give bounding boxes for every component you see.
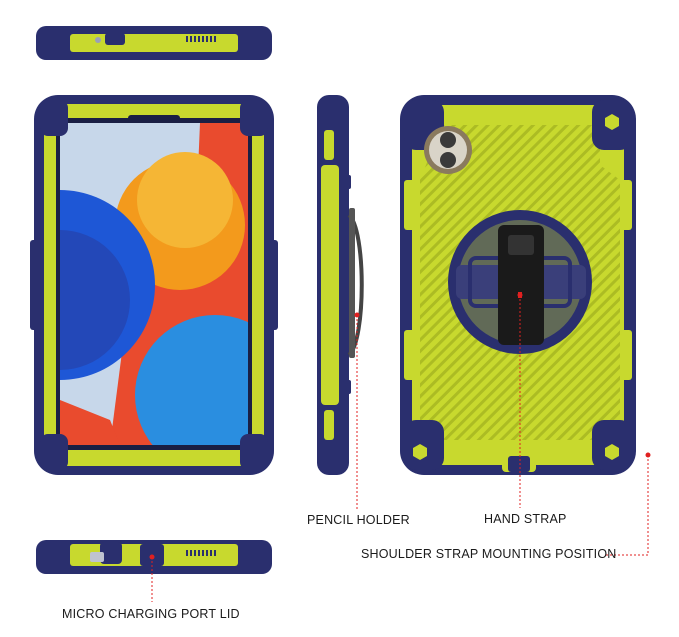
corner-screw-icon xyxy=(413,444,427,460)
corner-screw-icon xyxy=(605,444,619,460)
camera-icon xyxy=(424,126,472,174)
shoulder-strap-label: SHOULDER STRAP MOUNTING POSITION xyxy=(361,547,617,561)
microphone-hole-icon xyxy=(95,37,101,43)
rotating-hand-strap xyxy=(448,210,592,354)
callout-leaders xyxy=(149,292,651,602)
corner-screw-icon xyxy=(605,114,619,130)
pencil-holder-strap xyxy=(349,208,355,358)
front-view xyxy=(30,95,278,475)
back-view xyxy=(400,95,636,475)
hand-strap-label: HAND STRAP xyxy=(484,512,567,526)
micro-port-label: MICRO CHARGING PORT LID xyxy=(62,607,240,621)
pencil-holder-label: PENCIL HOLDER xyxy=(307,513,410,527)
screen-wallpaper xyxy=(60,123,248,445)
side-view xyxy=(317,95,364,475)
top-edge-view xyxy=(36,26,272,60)
